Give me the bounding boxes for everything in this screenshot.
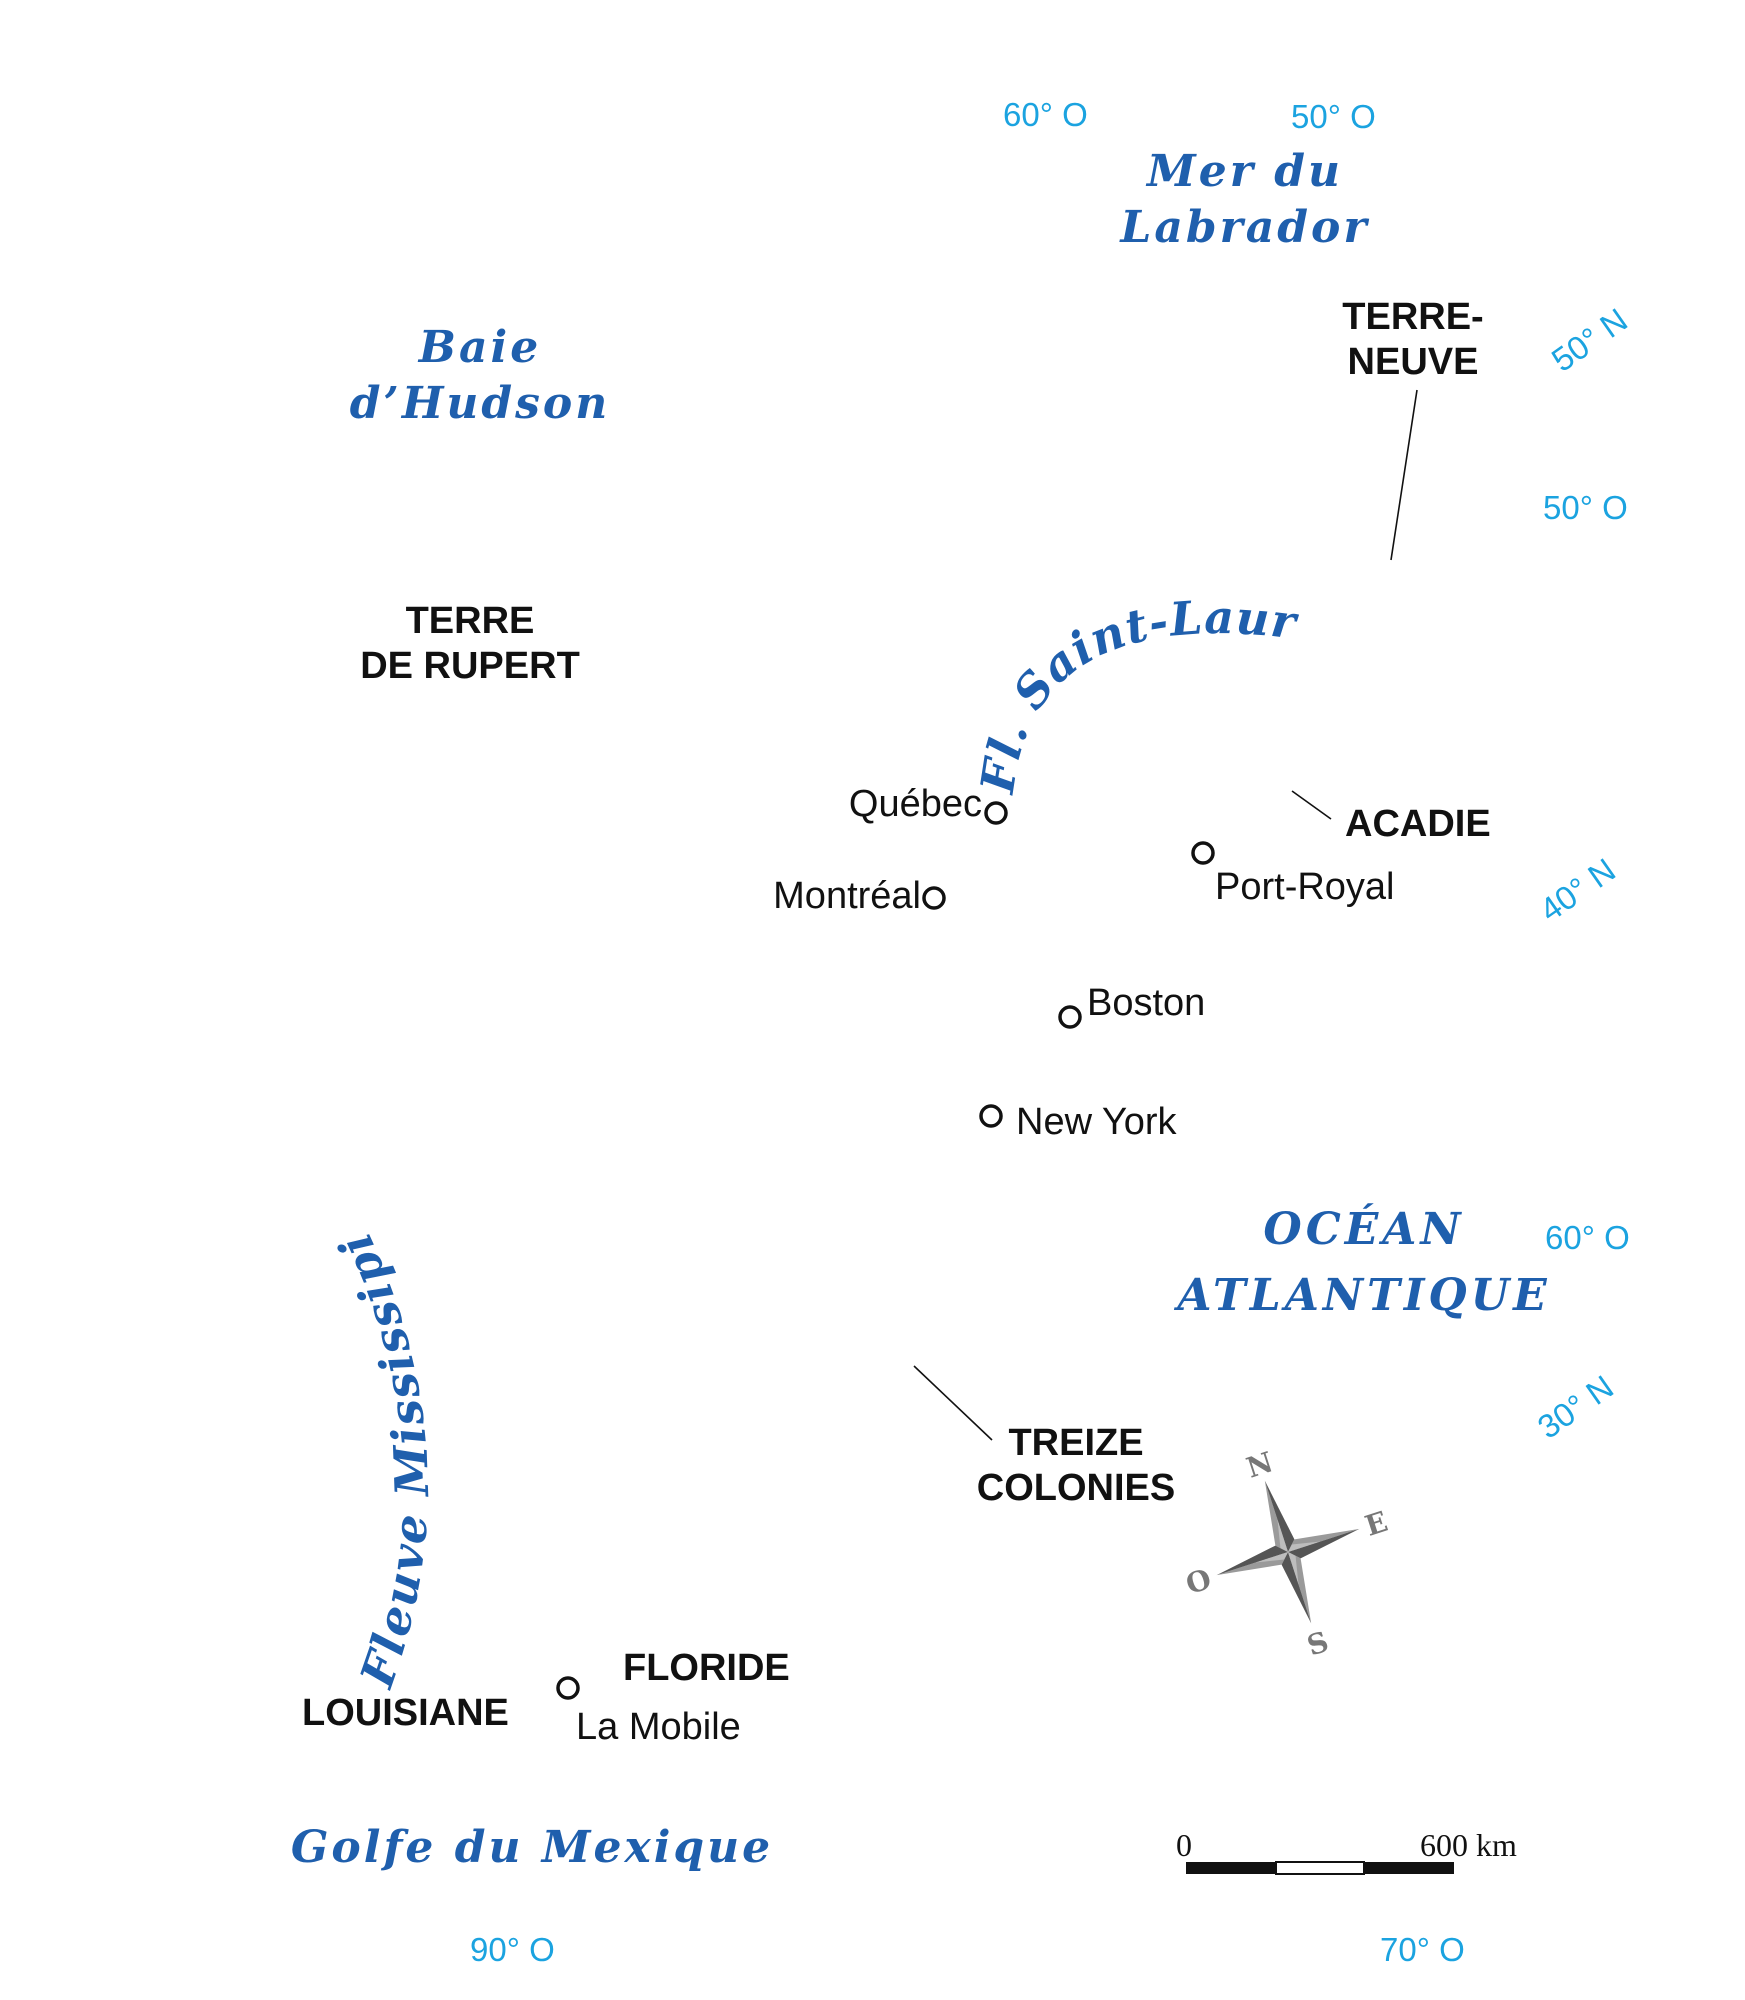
label-fleuve-mississipi: Fleuve Mississipi [327, 1224, 439, 1696]
city-marker-new-york [979, 1104, 1003, 1128]
label-treize-colonies: TREIZE [1008, 1422, 1143, 1464]
label-ocean-atlantique: OCÉAN [1263, 1202, 1464, 1255]
coord-label-60w-top: 60° O [1003, 96, 1088, 133]
label-baie-dhudson-2: d’Hudson [350, 378, 611, 429]
scale-label-end: 600 km [1420, 1827, 1517, 1863]
city-label-montreal: Montréal [773, 875, 921, 917]
leader-treize-colonies [913, 1365, 993, 1441]
label-golfe-du-mexique: Golfe du Mexique [291, 1822, 773, 1873]
label-treize-colonies-2: COLONIES [977, 1467, 1175, 1509]
coord-label-50n: 50° N [1545, 301, 1634, 379]
label-terre-neuve: TERRE- [1342, 296, 1483, 338]
city-label-quebec: Québec [849, 783, 982, 825]
coord-label-60w-right: 60° O [1545, 1219, 1630, 1256]
label-terre-de-rupert: TERRE [406, 600, 535, 642]
label-fleuve-saint-laurent: Fl. Saint-Laurent [0, 0, 1302, 798]
compass-star-icon [1216, 1480, 1360, 1624]
compass-letter-west: O [1182, 1562, 1215, 1601]
scale-bar: 0 600 km [1176, 1827, 1517, 1875]
city-label-new-york: New York [1016, 1101, 1178, 1143]
label-terre-de-rupert-2: DE RUPERT [360, 645, 580, 687]
coord-label-70w-bottom: 70° O [1380, 1931, 1465, 1968]
label-floride: FLORIDE [623, 1647, 790, 1689]
label-baie-dhudson: Baie [417, 322, 541, 373]
scale-segment-2 [1275, 1861, 1365, 1875]
coord-label-40n: 40° N [1533, 851, 1622, 929]
scale-segment-1 [1186, 1862, 1276, 1874]
compass-letter-south: S [1303, 1625, 1332, 1663]
city-marker-la-mobile [556, 1676, 580, 1700]
compass-rose: N E S O [1182, 1445, 1392, 1663]
coord-label-50w-right: 50° O [1543, 489, 1628, 526]
scale-segment-3 [1364, 1862, 1454, 1874]
label-acadie: ACADIE [1345, 803, 1491, 845]
coord-label-90w-bottom: 90° O [470, 1931, 555, 1968]
city-marker-boston [1058, 1005, 1082, 1029]
label-louisiane: LOUISIANE [302, 1692, 509, 1734]
label-terre-neuve-2: NEUVE [1348, 341, 1479, 383]
coord-label-30n: 30° N [1531, 1368, 1620, 1446]
leader-terre-neuve [1390, 389, 1418, 561]
label-mer-du-labrador: Mer du [1145, 146, 1343, 197]
label-mer-du-labrador-2: Labrador [1118, 202, 1369, 253]
scale-label-start: 0 [1176, 1827, 1192, 1863]
city-label-la-mobile: La Mobile [576, 1706, 741, 1748]
label-ocean-atlantique-2: ATLANTIQUE [1173, 1270, 1550, 1321]
city-marker-port-royal [1191, 841, 1215, 865]
city-marker-montreal [922, 886, 946, 910]
city-marker-quebec [984, 801, 1008, 825]
coord-label-50w-top: 50° O [1291, 98, 1376, 135]
compass-letter-north: N [1242, 1445, 1277, 1484]
leader-acadie [1291, 790, 1332, 820]
city-label-boston: Boston [1087, 982, 1205, 1024]
compass-letter-east: E [1361, 1505, 1391, 1543]
city-label-port-royal: Port-Royal [1215, 866, 1395, 908]
